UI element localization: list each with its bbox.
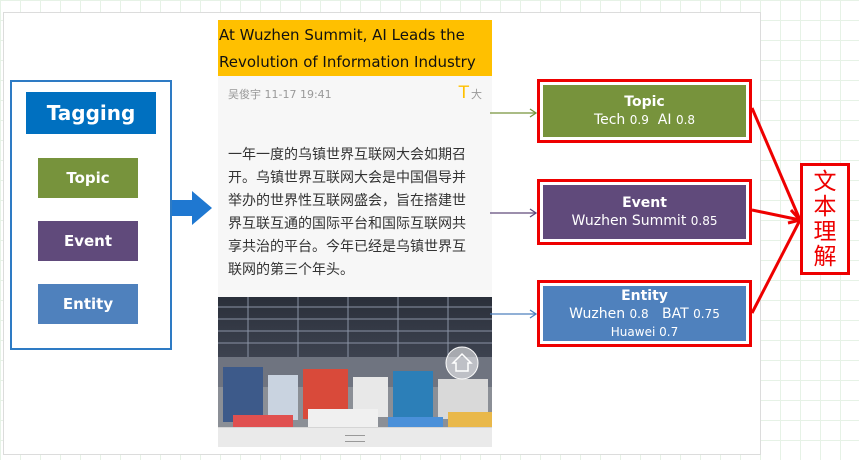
body-line: 界互联互通的国际平台和国际互联网共 [228, 216, 466, 232]
text-understanding-label: 文 本 理 解 [803, 170, 847, 270]
arrow-to-event [490, 208, 538, 218]
text-size-icon: T [458, 83, 469, 103]
result-entity-values: Wuzhen 0.8 BAT 0.75 [569, 305, 720, 324]
result-event-values: Wuzhen Summit 0.85 [572, 212, 718, 231]
entity-score: 0.7 [659, 325, 679, 339]
event-score: 0.85 [690, 213, 718, 228]
entity-label: BAT [662, 306, 689, 322]
tag-event: Event [38, 221, 138, 261]
body-line: 一年一度的乌镇世界互联网大会如期召 [228, 147, 466, 163]
result-topic-title: Topic [624, 93, 665, 110]
understanding-char: 理 [813, 219, 837, 245]
drag-handle-icon[interactable] [345, 435, 365, 442]
topic-score: 0.9 [629, 112, 649, 127]
understanding-char: 文 [813, 169, 837, 195]
result-event-title: Event [622, 194, 667, 211]
result-entity-values-2: Huawei 0.7 [611, 324, 678, 340]
connector-arrows [490, 108, 538, 319]
entity-label: Huawei [610, 325, 656, 339]
body-line: 举办的世界性互联网盛会，旨在搭建世 [228, 193, 466, 209]
article-phone-screen: At Wuzhen Summit, AI Leads the Revolutio… [218, 20, 492, 447]
body-line: 享共治的平台。今年已经是乌镇世界互 [228, 239, 466, 255]
headline-line-2: Revolution of Information Industry [219, 53, 476, 71]
entity-label: Wuzhen [569, 306, 626, 322]
font-size-label: 大 [471, 88, 482, 101]
author-time: 吴俊宇 11-17 19:41 [228, 88, 332, 101]
topic-score: 0.8 [675, 112, 696, 127]
entity-score: 0.75 [693, 307, 720, 321]
understanding-char: 本 [813, 194, 837, 220]
arrow-to-topic [490, 108, 538, 118]
result-event-box: Event Wuzhen Summit 0.85 [537, 179, 752, 245]
tag-topic: Topic [38, 158, 138, 198]
result-entity-box: Entity Wuzhen 0.8 BAT 0.75 Huawei 0.7 [537, 280, 752, 347]
converge-arrows [750, 107, 803, 314]
arrow-to-entity [490, 309, 538, 319]
article-headline: At Wuzhen Summit, AI Leads the Revolutio… [218, 20, 492, 76]
understanding-char: 解 [813, 244, 837, 270]
tagging-panel: Tagging Topic Event Entity [10, 80, 172, 350]
result-topic-values: Tech 0.9 AI 0.8 [594, 111, 695, 130]
event-label: Wuzhen Summit [571, 212, 687, 229]
result-topic-box: Topic Tech 0.9 AI 0.8 [537, 79, 752, 143]
result-entity-title: Entity [621, 288, 668, 304]
tagging-title: Tagging [26, 92, 156, 134]
text-understanding-box: 文 本 理 解 [800, 163, 850, 275]
body-line: 开。乌镇世界互联网大会是中国倡导并 [228, 170, 466, 186]
headline-line-1: At Wuzhen Summit, AI Leads the [219, 26, 465, 44]
entity-score: 0.8 [629, 307, 649, 321]
summit-hall-photo [218, 297, 492, 447]
body-line: 联网的第三个年头。 [228, 262, 354, 278]
article-body: 一年一度的乌镇世界互联网大会如期召 开。乌镇世界互联网大会是中国倡导并 举办的世… [228, 144, 486, 282]
bottom-bar [218, 427, 492, 447]
right-arrow-icon [172, 191, 212, 225]
tag-entity: Entity [38, 284, 138, 324]
topic-label: Tech [593, 111, 626, 128]
topic-label: AI [657, 111, 672, 128]
